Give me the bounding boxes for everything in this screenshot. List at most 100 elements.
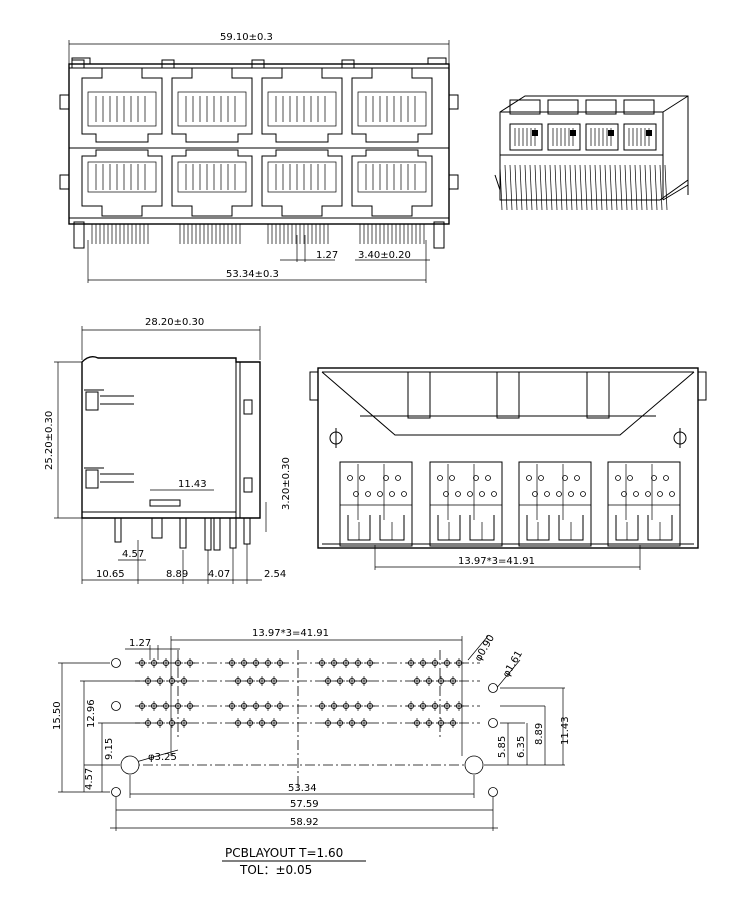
iso-led: [646, 130, 652, 136]
pcb-r4-label: 11.43: [560, 716, 571, 745]
iso-pin: [504, 164, 508, 211]
bottom-pin-hole: [365, 491, 371, 497]
side-small-label: 4.57: [122, 549, 144, 560]
bottom-pin-hole: [347, 475, 353, 481]
iso-peg: [494, 174, 501, 191]
iso-port-top: [585, 99, 617, 115]
bottom-pin-hole: [615, 475, 621, 481]
bottom-pin-hole: [538, 475, 544, 481]
front-pitch-label: 1.27: [316, 250, 338, 261]
pcb-w3-label: 58.92: [290, 817, 319, 828]
bottom-pin-hole: [657, 491, 663, 497]
port-contact-window: [357, 161, 427, 193]
front-view: 59.10±0.3 1.27 3.40±0.20 53.34±0.3: [59, 32, 459, 283]
bottom-pin-hole: [479, 491, 485, 497]
side-offset-label: 11.43: [178, 479, 207, 490]
bottom-pin-hole: [485, 475, 491, 481]
front-edge-label: 3.40±0.20: [358, 250, 411, 261]
front-width-label: 59.10±0.3: [220, 32, 273, 43]
iso-pin: [664, 164, 668, 211]
bottom-pin-hole: [568, 491, 574, 497]
iso-pin: [639, 164, 643, 211]
bottom-pin-hole: [580, 491, 586, 497]
pcb-tolerance: TOL：±0.05: [239, 863, 312, 877]
iso-pin: [574, 164, 578, 211]
bottom-pin-hole: [645, 491, 651, 497]
bottom-pin-hole: [395, 475, 401, 481]
bottom-pin-hole: [663, 475, 669, 481]
port-contact-window: [177, 161, 247, 193]
bottom-pin-hole: [383, 475, 389, 481]
rj45-port-top: [351, 67, 433, 143]
side-post-height-label: 3.20±0.30: [281, 457, 292, 510]
bottom-pin-hole: [443, 491, 449, 497]
iso-led: [570, 130, 576, 136]
port-led-tab: [251, 59, 265, 69]
iso-pin: [589, 164, 593, 211]
pcb-w2-label: 57.59: [290, 799, 319, 810]
port-led-tab: [161, 59, 175, 69]
iso-pin: [524, 164, 528, 211]
port-led-tab: [341, 59, 355, 69]
bottom-port-block: [339, 461, 413, 547]
iso-port-bottom: [509, 123, 543, 151]
bottom-pin-hole: [401, 491, 407, 497]
rj45-port-bottom: [261, 149, 343, 217]
pcb-big-hole-label: φ3.25: [148, 752, 177, 763]
iso-pin: [599, 164, 603, 211]
iso-pin: [509, 164, 513, 211]
pcb-small-hole-label: φ1.61: [501, 649, 525, 680]
pcb-w1-label: 53.34: [288, 783, 317, 794]
port-contact-window: [87, 161, 157, 193]
iso-port-bottom: [623, 123, 657, 151]
iso-pin: [619, 164, 623, 211]
pcb-pitch-label: 1.27: [129, 638, 151, 649]
iso-port-bottom: [585, 123, 619, 151]
pcb-r3-label: 8.89: [534, 723, 545, 745]
side-height-label: 25.20±0.30: [44, 411, 55, 470]
iso-pin: [584, 164, 588, 211]
bottom-port-block: [429, 461, 503, 547]
pcb-r1-label: 5.85: [497, 736, 508, 758]
port-contact-window: [177, 91, 247, 127]
port-contact-window: [87, 91, 157, 127]
side-d3-label: 4.07: [208, 569, 230, 580]
iso-led: [608, 130, 614, 136]
pcb-pin-hole-label: φ0.90: [473, 633, 497, 664]
side-depth-label: 28.20±0.30: [145, 317, 204, 328]
iso-pin: [594, 164, 598, 211]
iso-pin: [579, 164, 583, 211]
rj45-port-bottom: [351, 149, 433, 217]
bottom-pin-hole: [473, 475, 479, 481]
iso-led: [532, 130, 538, 136]
pcb-row2-label: 9.15: [104, 738, 115, 760]
iso-pin: [659, 164, 663, 211]
rj45-port-top: [171, 67, 253, 143]
iso-port-top: [509, 99, 541, 115]
iso-pin: [644, 164, 648, 211]
iso-pin: [624, 164, 628, 211]
bottom-port-block: [607, 461, 681, 547]
pcb-layout: 13.97*3=41.91 1.27 φ0.90 φ1.61 φ3.25: [52, 628, 571, 877]
pcb-row1-label: 12.96: [86, 699, 97, 728]
port-led-tab: [71, 59, 85, 69]
rj45-port-top: [261, 67, 343, 143]
port-contact-window: [267, 161, 337, 193]
side-view: 28.20±0.30 25.20±0.30 11.43 3.20±0.30: [44, 317, 292, 584]
iso-pin: [654, 164, 658, 211]
bottom-port-block: [518, 461, 592, 547]
rj45-port-bottom: [81, 149, 163, 217]
pcb-title: PCBLAYOUT T=1.60: [225, 846, 343, 860]
side-d1-label: 10.65: [96, 569, 125, 580]
bottom-pin-hole: [621, 491, 627, 497]
bottom-pin-hole: [526, 475, 532, 481]
bottom-pin-hole: [491, 491, 497, 497]
bottom-pin-hole: [353, 491, 359, 497]
bottom-pin-hole: [633, 491, 639, 497]
iso-pin: [629, 164, 633, 211]
iso-pin: [634, 164, 638, 211]
iso-port-top: [623, 99, 655, 115]
pcb-height-label: 15.50: [52, 701, 63, 730]
iso-pin: [569, 164, 573, 211]
